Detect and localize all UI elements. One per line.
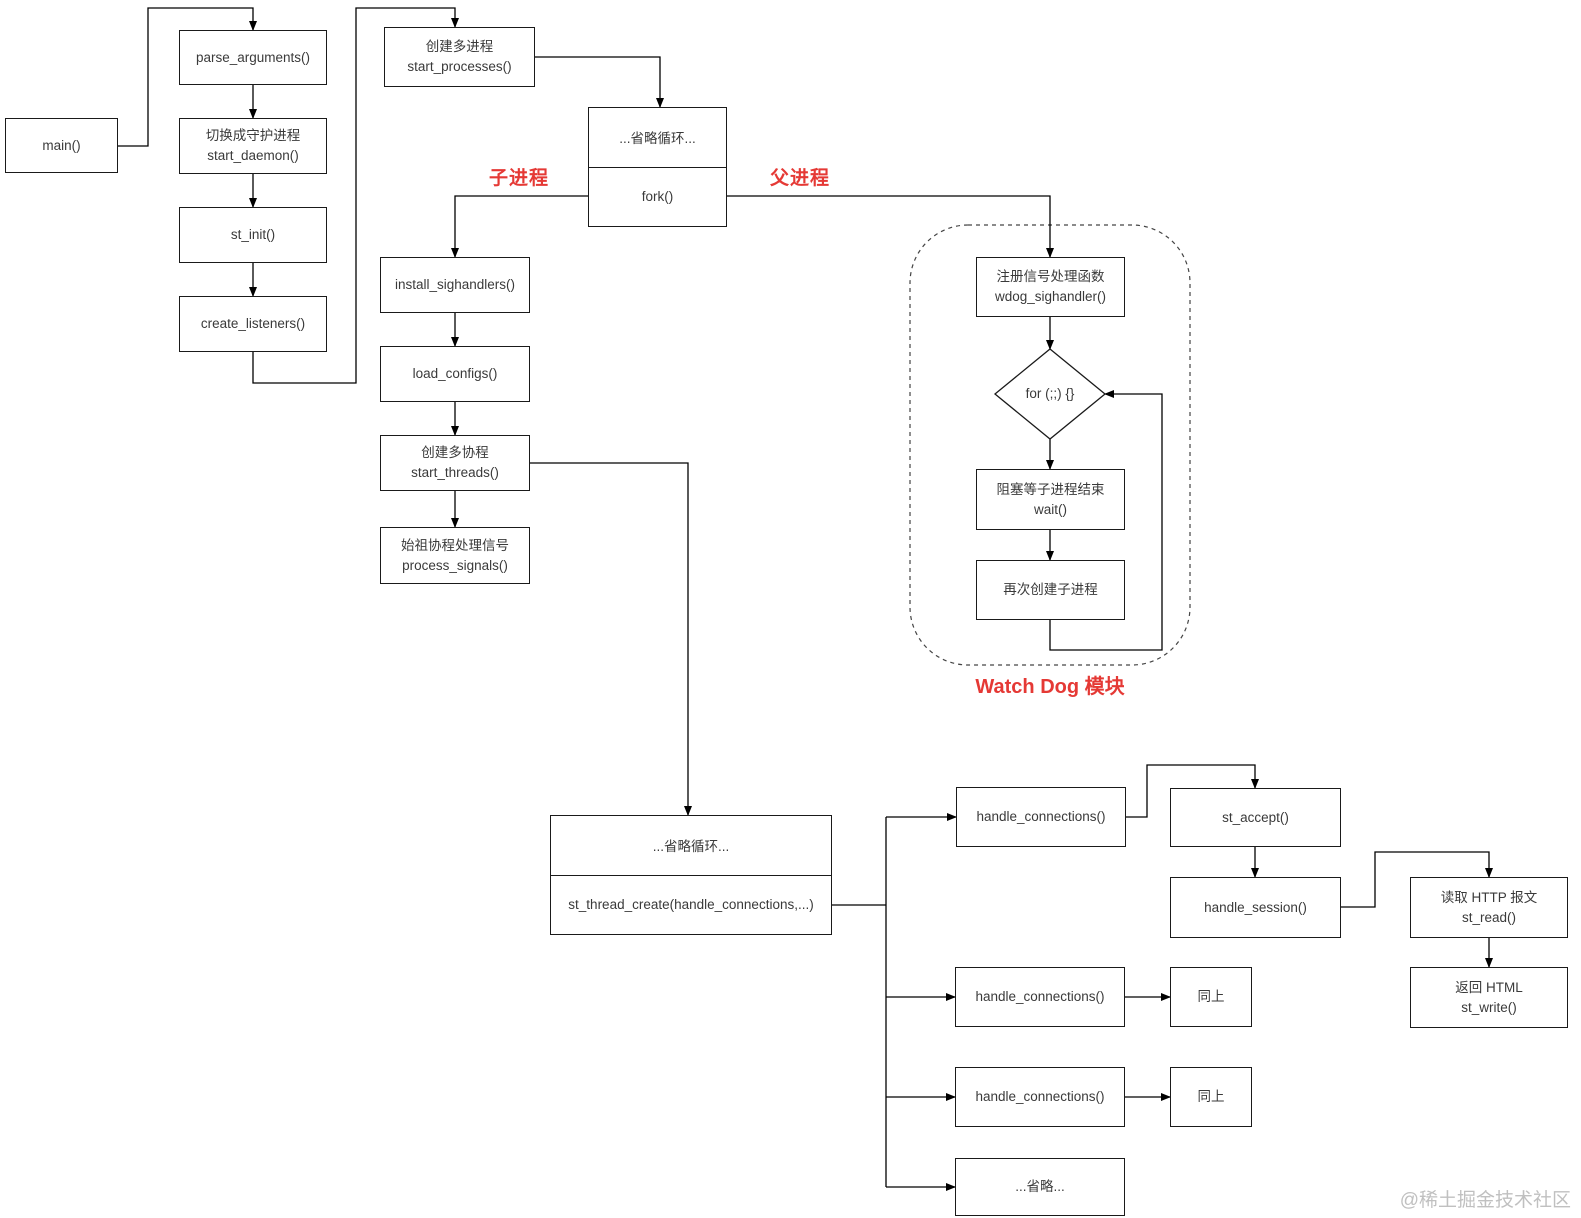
node-label: handle_connections() <box>975 1089 1105 1105</box>
node-label: st_accept() <box>1222 809 1289 825</box>
node-ditto-1: 同上 <box>1170 967 1252 1027</box>
node-label: handle_connections() <box>976 809 1106 825</box>
node-label: ...省略... <box>1015 1179 1065 1195</box>
node-label: install_sighandlers() <box>394 277 516 293</box>
connectors <box>118 7 1493 1191</box>
node-label: 始祖协程处理信号 <box>401 537 509 553</box>
node-load-configs: load_configs() <box>380 346 530 402</box>
node-main: main() <box>5 118 118 173</box>
node-start-daemon: 切换成守护进程 start_daemon() <box>179 118 327 174</box>
node-create-listeners: create_listeners() <box>179 296 327 352</box>
node-label: st_init() <box>230 227 276 243</box>
node-handle-connections-1: handle_connections() <box>956 787 1126 847</box>
node-label: 注册信号处理函数 <box>996 269 1105 285</box>
node-handle-connections-3: handle_connections() <box>955 1067 1125 1127</box>
node-wdog-sighandler: 注册信号处理函数 wdog_sighandler() <box>976 257 1125 317</box>
label-watchdog-module: Watch Dog 模块 <box>975 676 1125 698</box>
node-label: 同上 <box>1197 989 1225 1005</box>
decision-label: for (;;) {} <box>1025 386 1075 401</box>
fork-loop-bottom-cell: fork() <box>641 189 674 205</box>
node-label: wait() <box>1034 501 1067 517</box>
node-wait: 阻塞等子进程结束 wait() <box>976 469 1125 530</box>
node-handle-connections-2: handle_connections() <box>955 967 1125 1027</box>
node-handle-session: handle_session() <box>1170 877 1341 938</box>
node-label: 读取 HTTP 报文 <box>1440 889 1538 905</box>
node-label: 再次创建子进程 <box>1003 582 1098 598</box>
node-label: handle_session() <box>1204 899 1307 915</box>
node-parse-arguments: parse_arguments() <box>179 30 327 85</box>
label-parent-process: 父进程 <box>770 168 831 189</box>
watermark-text: @稀土掘金技术社区 <box>1399 1190 1571 1211</box>
fork-loop-top-cell: ...省略循环... <box>589 108 726 168</box>
node-label: 创建多协程 <box>421 445 489 461</box>
node-st-read: 读取 HTTP 报文 st_read() <box>1410 877 1568 938</box>
node-recreate-child: 再次创建子进程 <box>976 560 1125 620</box>
node-ditto-2: 同上 <box>1170 1067 1252 1127</box>
node-label: wdog_sighandler() <box>994 289 1107 304</box>
node-start-threads: 创建多协程 start_threads() <box>380 435 530 491</box>
node-label: 阻塞等子进程结束 <box>996 481 1105 497</box>
decision-diamond <box>993 348 1107 440</box>
node-label: create_listeners() <box>200 316 306 332</box>
node-label: load_configs() <box>412 366 498 382</box>
label-child-process: 子进程 <box>489 168 550 189</box>
thread-loop-bottom-cell: st_thread_create(handle_connections,...) <box>568 897 814 913</box>
node-label: 切换成守护进程 <box>205 128 301 144</box>
node-st-write: 返回 HTML st_write() <box>1410 967 1568 1028</box>
thread-loop-top-cell: ...省略循环... <box>551 816 831 876</box>
node-start-processes: 创建多进程 start_processes() <box>384 27 535 87</box>
node-process-signals: 始祖协程处理信号 process_signals() <box>380 527 530 584</box>
node-label: process_signals() <box>402 557 508 573</box>
node-label: st_write() <box>1461 999 1517 1015</box>
node-label: start_threads() <box>411 465 499 480</box>
node-fork-loop: ...省略循环... fork() <box>588 107 727 227</box>
node-st-accept: st_accept() <box>1170 788 1341 847</box>
node-label: handle_connections() <box>975 989 1105 1005</box>
node-omitted: ...省略... <box>955 1158 1125 1216</box>
node-thread-loop: ...省略循环... st_thread_create(handle_conne… <box>550 815 832 935</box>
node-label: start_daemon() <box>207 148 299 163</box>
node-st-init: st_init() <box>179 207 327 263</box>
node-label: main() <box>42 137 81 153</box>
node-label: 同上 <box>1197 1089 1225 1105</box>
node-label: 返回 HTML <box>1455 979 1523 995</box>
node-label: st_read() <box>1461 909 1517 925</box>
node-install-sighandlers: install_sighandlers() <box>380 257 530 313</box>
node-label: 创建多进程 <box>425 39 494 55</box>
node-label: start_processes() <box>407 59 512 74</box>
node-label: parse_arguments() <box>195 49 311 65</box>
